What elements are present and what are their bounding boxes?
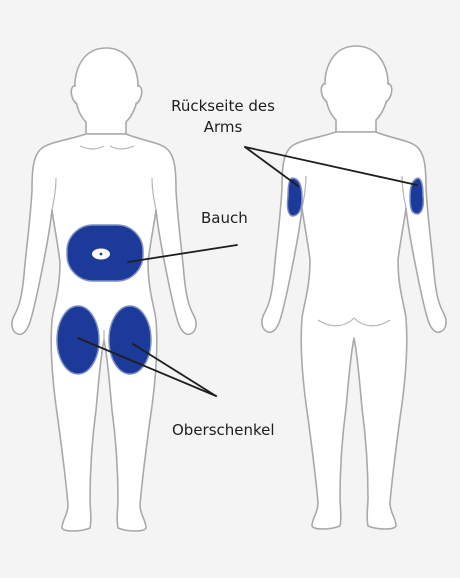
label-thigh: Oberschenkel bbox=[172, 420, 275, 440]
injection-site-right-thigh bbox=[109, 306, 151, 374]
back-body-figure bbox=[262, 46, 446, 529]
navel-dot bbox=[100, 253, 103, 256]
injection-site-left-thigh bbox=[57, 306, 99, 374]
label-back-of-arm: Rückseite des Arms bbox=[168, 96, 278, 138]
label-belly: Bauch bbox=[201, 208, 248, 228]
